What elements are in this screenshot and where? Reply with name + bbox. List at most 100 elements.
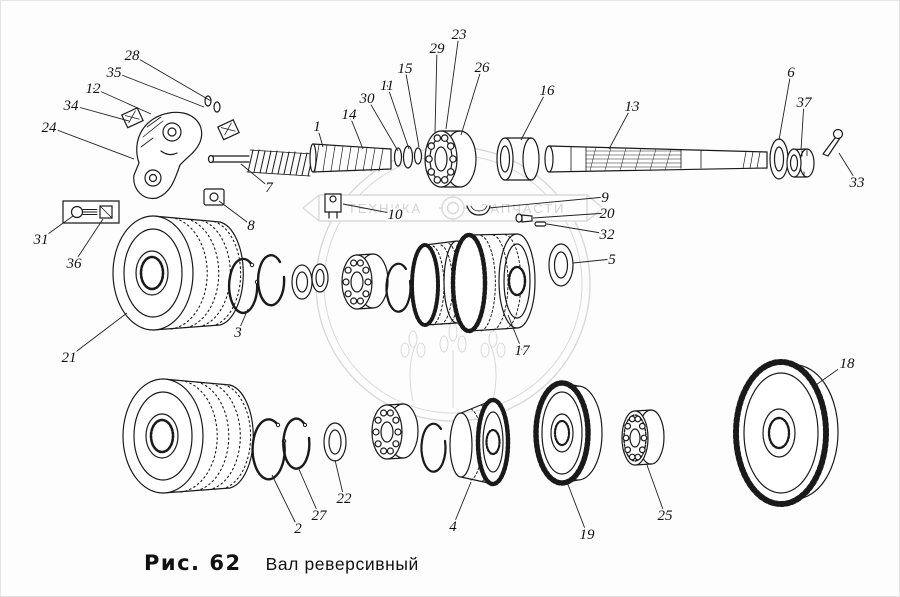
- synchro-gear-4: [449, 397, 511, 487]
- leader-line-22: [334, 459, 345, 499]
- leader-line-30: [366, 97, 399, 152]
- part-number-15: 15: [398, 61, 414, 77]
- snap-rings-3: [227, 254, 286, 315]
- reversible-shaft: [544, 145, 768, 173]
- large-gear-18: [733, 359, 839, 507]
- leader-line-2: [271, 474, 299, 529]
- figure-caption: Рис. 62 Вал реверсивный: [144, 551, 419, 575]
- snap-ring-lower: [420, 422, 447, 473]
- driven-gear-19: [533, 380, 603, 486]
- leader-line-32: [546, 223, 608, 235]
- part-number-13: 13: [625, 99, 640, 115]
- part-number-6: 6: [787, 65, 795, 81]
- part-number-11: 11: [380, 78, 394, 94]
- leader-line-28: [131, 54, 212, 102]
- part-number-26: 26: [475, 60, 491, 76]
- part-number-29: 29: [430, 41, 446, 57]
- leader-line-14: [348, 113, 364, 150]
- leader-line-19: [566, 481, 588, 535]
- part-number-labels: 2835123424313687114301115292326161363733…: [31, 25, 867, 545]
- leader-line-17: [507, 314, 523, 351]
- leader-line-27: [297, 466, 320, 516]
- part-number-32: 32: [599, 227, 616, 243]
- leader-lines: [40, 33, 858, 535]
- part-number-20: 20: [600, 206, 616, 222]
- snap-rings-2-27: [251, 417, 311, 481]
- part-number-33: 33: [849, 175, 865, 191]
- watermark-text-right: ЗАПЧАСТИ: [480, 201, 565, 216]
- part-number-36: 36: [66, 256, 83, 272]
- part-number-21: 21: [62, 350, 77, 366]
- leader-line-5: [572, 258, 613, 264]
- wheat-sheaf-icon: [400, 322, 506, 408]
- part-number-17: 17: [515, 343, 532, 359]
- leader-line-9: [488, 196, 606, 209]
- lock-plate-right: [216, 119, 240, 141]
- ball-bearing-lower: [371, 403, 419, 460]
- leader-line-7: [240, 163, 270, 188]
- part-number-9: 9: [601, 190, 609, 206]
- ball-bearing-front: [424, 130, 477, 188]
- leader-line-12: [92, 87, 152, 115]
- part-number-24: 24: [42, 120, 58, 136]
- part-number-1: 1: [313, 119, 321, 135]
- mount-bracket: [324, 193, 342, 219]
- fork-lever: [133, 111, 203, 200]
- ball-bearing-middle: [341, 253, 389, 310]
- leader-line-31: [40, 215, 74, 240]
- part-number-30: 30: [359, 91, 376, 107]
- bolt-and-lock-plate: [62, 200, 120, 224]
- part-number-27: 27: [312, 508, 329, 524]
- leader-line-29: [434, 47, 438, 133]
- part-number-31: 31: [33, 232, 49, 248]
- leader-line-13: [608, 105, 633, 150]
- leader-line-11: [386, 84, 410, 150]
- lock-plate-left: [120, 107, 144, 129]
- leader-line-25: [646, 464, 666, 516]
- part-number-12: 12: [86, 81, 102, 97]
- part-number-8: 8: [247, 218, 255, 234]
- part-number-35: 35: [106, 65, 123, 81]
- reverse-shaft-front: [309, 143, 392, 173]
- castle-nut: [786, 148, 815, 178]
- part-number-23: 23: [452, 27, 467, 43]
- spacer-sleeve: [496, 137, 540, 181]
- shaft-rod: [207, 154, 250, 164]
- part-number-4: 4: [449, 519, 457, 535]
- part-number-5: 5: [608, 252, 616, 268]
- leader-line-18: [812, 362, 848, 388]
- washer-rings-mid: [291, 263, 329, 300]
- cotter-pin: [822, 128, 844, 157]
- gear-cluster-17: [410, 232, 536, 334]
- leader-line-21: [68, 312, 128, 358]
- figure-number: Рис. 62: [144, 551, 242, 575]
- part-number-34: 34: [63, 98, 80, 114]
- part-number-37: 37: [796, 95, 814, 111]
- snap-ring-mid: [385, 262, 412, 313]
- part-number-16: 16: [540, 83, 556, 99]
- figure-title: Вал реверсивный: [265, 554, 419, 574]
- leader-line-3: [237, 308, 249, 333]
- leader-line-37: [800, 101, 805, 151]
- part-number-22: 22: [337, 491, 353, 507]
- part-number-14: 14: [342, 107, 358, 123]
- key-washer: [466, 205, 491, 216]
- leader-line-16: [520, 89, 548, 141]
- leader-line-4: [452, 481, 472, 527]
- spring: [246, 149, 314, 177]
- seal-ring: [769, 138, 789, 180]
- part-number-18: 18: [840, 356, 856, 372]
- leader-line-6: [778, 71, 792, 141]
- leader-line-23: [445, 33, 460, 130]
- leader-line-33: [838, 152, 858, 183]
- banner-right-tail: [586, 194, 605, 222]
- small-bolt: [515, 213, 533, 223]
- leader-line-15: [404, 67, 420, 148]
- part-number-10: 10: [388, 207, 404, 223]
- washers-group: [393, 145, 423, 169]
- small-pin: [534, 221, 547, 227]
- part-number-7: 7: [265, 180, 274, 196]
- retainer-pins: [204, 95, 221, 113]
